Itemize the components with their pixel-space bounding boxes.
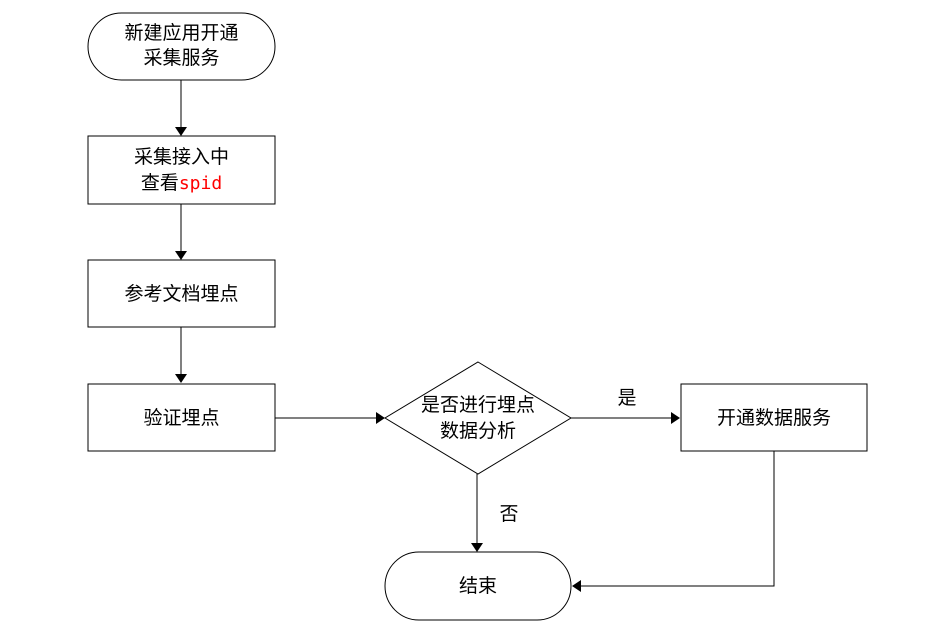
edge-service-to-end: [580, 451, 775, 587]
end-terminator: [384, 551, 572, 621]
open-service-label: 开通数据服务: [717, 407, 831, 429]
view-spid-line2: 查看spid: [141, 172, 222, 194]
open-service-box: [680, 383, 868, 452]
view-spid-line1: 采集接入中: [134, 146, 229, 168]
verify-tracking-label: 验证埋点: [143, 407, 219, 429]
view-spid-box: [87, 135, 276, 205]
node-view-spid: 采集接入中 查看spid: [87, 135, 276, 205]
doc-tracking-box: [87, 259, 276, 328]
node-decision: 是否进行埋点 数据分析: [384, 361, 572, 475]
arrowhead: [671, 412, 680, 424]
arrowhead: [376, 412, 385, 424]
end-label: 结束: [459, 575, 497, 597]
decision-label-line2: 数据分析: [440, 420, 516, 442]
verify-tracking-box: [87, 383, 276, 452]
arrowhead: [572, 580, 581, 592]
node-verify-tracking: 验证埋点: [87, 383, 276, 452]
view-spid-prefix: 查看: [141, 172, 179, 194]
decision-label-line1: 是否进行埋点: [421, 394, 535, 416]
decision-diamond: [384, 361, 572, 475]
connectors: [175, 80, 775, 592]
doc-tracking-label: 参考文档埋点: [124, 283, 238, 305]
node-start: 新建应用开通 采集服务: [87, 12, 276, 81]
node-doc-tracking: 参考文档埋点: [87, 259, 276, 328]
node-end: 结束: [384, 551, 572, 621]
arrowhead: [175, 127, 187, 136]
arrowhead: [175, 374, 187, 383]
edge-label-yes: 是: [617, 387, 636, 409]
node-open-service: 开通数据服务: [680, 383, 868, 452]
arrowhead: [471, 543, 483, 552]
spid-code: spid: [179, 173, 222, 194]
arrowhead: [175, 251, 187, 260]
start-terminator: [87, 12, 276, 81]
start-label-line1: 新建应用开通: [124, 22, 238, 44]
edge-label-no: 否: [499, 503, 518, 525]
start-label-line2: 采集服务: [143, 47, 219, 69]
